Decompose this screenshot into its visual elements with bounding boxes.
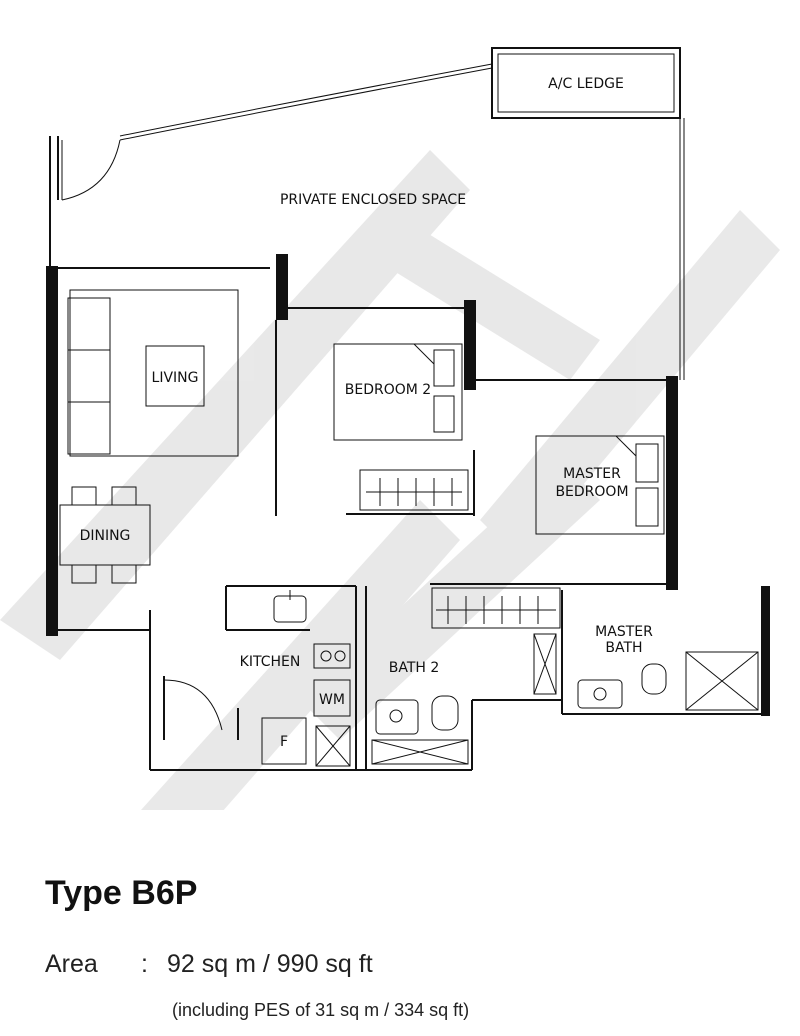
area-row: Area:92 sq m / 990 sq ft bbox=[45, 950, 373, 979]
watermark bbox=[0, 150, 780, 810]
floor-plan: A/C LEDGE PRIVATE ENCLOSED SPACE bbox=[0, 47, 780, 810]
master-bath-label-2: BATH bbox=[605, 640, 642, 656]
living-room: LIVING bbox=[67, 289, 239, 457]
bath-2: BATH 2 bbox=[371, 633, 557, 765]
kitchen-label: KITCHEN bbox=[240, 654, 301, 670]
fridge-label: F bbox=[280, 734, 288, 750]
area-separator: : bbox=[141, 950, 148, 978]
interior-walls bbox=[225, 320, 666, 770]
ac-ledge-label: A/C LEDGE bbox=[548, 76, 624, 92]
area-label: Area bbox=[45, 950, 98, 978]
master-bath: MASTER BATH bbox=[577, 624, 759, 711]
dining-label: DINING bbox=[80, 528, 131, 544]
bedroom-2-label: BEDROOM 2 bbox=[345, 382, 431, 398]
exterior-walls bbox=[46, 254, 770, 771]
ac-ledge: A/C LEDGE bbox=[491, 47, 681, 119]
bedroom-2: BEDROOM 2 bbox=[333, 343, 469, 511]
bath-2-label: BATH 2 bbox=[389, 660, 440, 676]
pes-boundary: PRIVATE ENCLOSED SPACE bbox=[49, 63, 685, 380]
floor-plan-container: A/C LEDGE PRIVATE ENCLOSED SPACE bbox=[0, 47, 780, 810]
living-label: LIVING bbox=[152, 370, 199, 386]
unit-type-title: Type B6P bbox=[45, 874, 198, 912]
master-bedroom-label-2: BEDROOM bbox=[555, 484, 628, 500]
dining-area: DINING bbox=[59, 486, 151, 584]
wm-label: WM bbox=[319, 692, 345, 708]
pes-label: PRIVATE ENCLOSED SPACE bbox=[280, 192, 466, 208]
kitchen: WM F KITCHEN bbox=[163, 590, 351, 767]
master-bedroom: MASTER BEDROOM bbox=[535, 435, 665, 535]
master-bath-label-1: MASTER bbox=[595, 624, 653, 640]
master-bedroom-label-1: MASTER bbox=[563, 466, 621, 482]
area-note: (including PES of 31 sq m / 334 sq ft) bbox=[172, 1000, 470, 1020]
master-wardrobe bbox=[431, 587, 561, 629]
area-value: 92 sq m / 990 sq ft bbox=[167, 950, 373, 978]
